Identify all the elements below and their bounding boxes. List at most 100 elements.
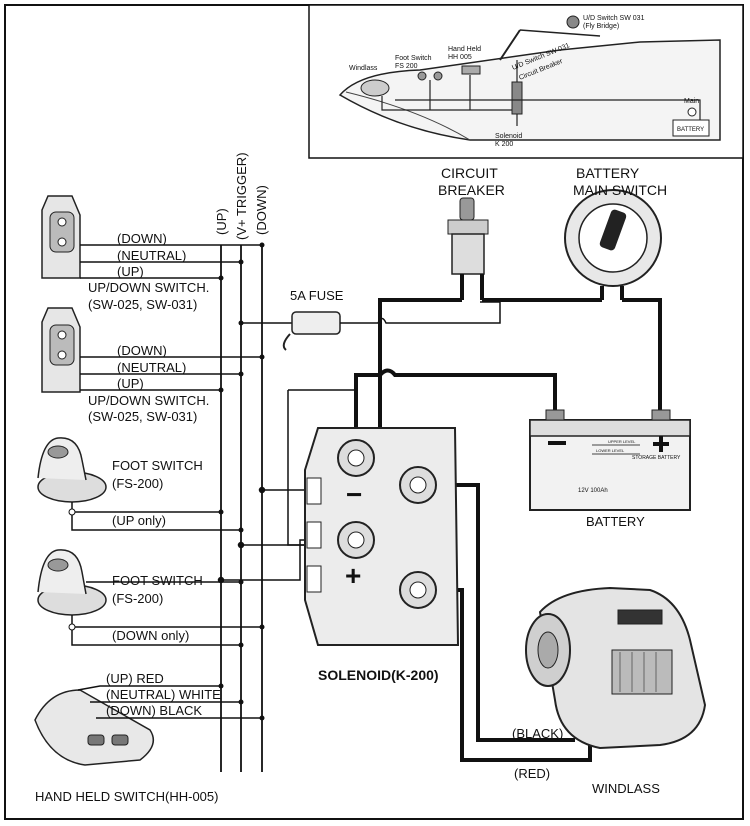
hand-held-wires (77, 685, 262, 719)
power-wires (354, 298, 662, 762)
updown-switch-2-down-label: (DOWN) (117, 343, 167, 358)
control-wire-up (221, 539, 310, 581)
inset-solenoid-model: K 200 (495, 141, 513, 148)
bus-down-label: (DOWN) (254, 185, 269, 235)
circuit-breaker-body (451, 233, 485, 275)
junction-dot (259, 715, 265, 721)
bus-up-label: (UP) (214, 208, 229, 235)
foot-switch-1-cover (37, 437, 87, 481)
battery-main-switch-knob (599, 209, 627, 251)
inset-boat-diagram: Windlass Foot Switch FS 200 Hand Held HH… (308, 4, 744, 159)
solenoid: − + SOLENOID(K-200) (304, 427, 460, 683)
circuit-breaker: CIRCUIT BREAKER (438, 165, 505, 300)
updown-switch-2: (DOWN) (NEUTRAL) (UP) UP/DOWN SWITCH. (S… (41, 307, 265, 424)
inset-battery-icon (672, 119, 710, 137)
solenoid-minus-label: − (346, 479, 362, 510)
solenoid-coil-terminal-1 (306, 477, 322, 505)
bus-v-trigger-label: (V+ TRIGGER) (234, 152, 249, 240)
battery-main-switch-label-2: MAIN SWITCH (573, 182, 667, 198)
updown-switch-2-neutral-label: (NEUTRAL) (117, 360, 186, 375)
battery-main-switch-label-1: BATTERY (576, 165, 640, 181)
junction-dot (218, 509, 224, 515)
solenoid-body (304, 427, 460, 646)
hand-held-switch-icon (34, 689, 155, 766)
inset-foot-switch-icon (417, 71, 427, 81)
updown-switch-1-wires (80, 244, 262, 279)
windlass-hub (537, 631, 559, 669)
hand-held-up-label: (UP) RED (106, 671, 164, 686)
updown-switch-2-wires (80, 356, 262, 391)
solenoid-output-terminal-1-nut (409, 476, 427, 494)
updown-switch-1: (DOWN) (NEUTRAL) (UP) UP/DOWN SWITCH. (S… (41, 195, 265, 312)
updown-switch-1-neutral-label: (NEUTRAL) (117, 248, 186, 263)
main-switch-to-battery-positive (622, 298, 662, 420)
junction-dot (217, 576, 225, 584)
solenoid-label: SOLENOID(K-200) (318, 667, 439, 683)
solenoid-output-terminal-2-nut (409, 581, 427, 599)
updown-switch-1-title: UP/DOWN SWITCH. (88, 280, 209, 295)
inset-flybridge-rail (519, 29, 601, 37)
junction-dot (238, 371, 244, 377)
junction-dot (258, 486, 266, 494)
inset-windlass-icon (360, 79, 390, 97)
updown-switch-1-button-up (57, 217, 67, 227)
foot-switch-1-button (47, 445, 69, 459)
battery-lid (529, 419, 691, 437)
circuit-breaker-button (459, 197, 475, 221)
foot-switch-1-wire-label: (UP only) (112, 513, 166, 528)
foot-switch-2-title: FOOT SWITCH (112, 573, 203, 588)
inset-hand-held-icon (461, 65, 481, 75)
junction-dot (259, 354, 265, 360)
junction-dot (259, 624, 265, 630)
hand-held-up-button (87, 734, 105, 746)
windlass-red-wire-label: (RED) (514, 766, 550, 781)
battery-positive-post (651, 409, 671, 421)
battery-negative-post (545, 409, 565, 421)
battery-main-switch: BATTERY MAIN SWITCH (564, 165, 667, 300)
inset-wiring (381, 60, 701, 126)
hand-held-down-label: (DOWN) BLACK (106, 703, 202, 718)
hand-held-title: HAND HELD SWITCH(HH-005) (35, 789, 218, 804)
updown-switch-1-model: (SW-025, SW-031) (88, 297, 197, 312)
solenoid-coil-terminal-3 (306, 565, 322, 593)
windlass-black-wire-label: (BLACK) (512, 726, 563, 741)
inset-ud-switch-fly-label: U/D Switch SW 031 (583, 15, 645, 22)
junction-dot (238, 642, 244, 648)
inset-main-switch-icon (687, 107, 697, 117)
updown-switch-2-title: UP/DOWN SWITCH. (88, 393, 209, 408)
junction-dot (238, 699, 244, 705)
foot-switch-2-cover (37, 549, 87, 595)
updown-switch-1-button-down (57, 237, 67, 247)
foot-switch-2-button (47, 558, 69, 572)
fuse-lead (282, 333, 291, 351)
breaker-to-solenoid-wire (378, 298, 462, 455)
windlass: (BLACK) (RED) WINDLASS (512, 586, 707, 796)
hand-held-down-button (111, 734, 129, 746)
inset-hand-held-label: Hand Held (448, 46, 481, 53)
circuit-breaker-label-1: CIRCUIT (441, 165, 498, 181)
updown-switch-2-rocker (49, 324, 75, 366)
circuit-breaker-label-2: BREAKER (438, 182, 505, 198)
updown-switch-2-model: (SW-025, SW-031) (88, 409, 197, 424)
inset-solenoid-label: Solenoid (495, 133, 522, 140)
circuit-breaker-flange (447, 219, 489, 235)
junction-dot (259, 242, 265, 248)
solenoid-plus-terminal-nut (347, 531, 365, 549)
solenoid-plus-label: + (345, 560, 361, 591)
inset-main-label: Main (684, 98, 699, 105)
battery-negative-wire (354, 368, 557, 450)
inset-hand-held-model: HH 005 (448, 54, 472, 61)
junction-dot (218, 387, 224, 393)
inset-battery-label: BATTERY (677, 127, 704, 133)
battery-upper-level-text: UPPER LEVEL (608, 439, 636, 444)
hull-line (345, 91, 471, 141)
inset-solenoid-icon (511, 81, 523, 115)
junction-dot (238, 527, 244, 533)
windlass-label: WINDLASS (592, 781, 660, 796)
fuse-holder-icon (291, 311, 341, 335)
solenoid-coil-terminal-2 (306, 521, 322, 549)
junction-dot (238, 259, 244, 265)
solenoid-minus-terminal-nut (347, 449, 365, 467)
